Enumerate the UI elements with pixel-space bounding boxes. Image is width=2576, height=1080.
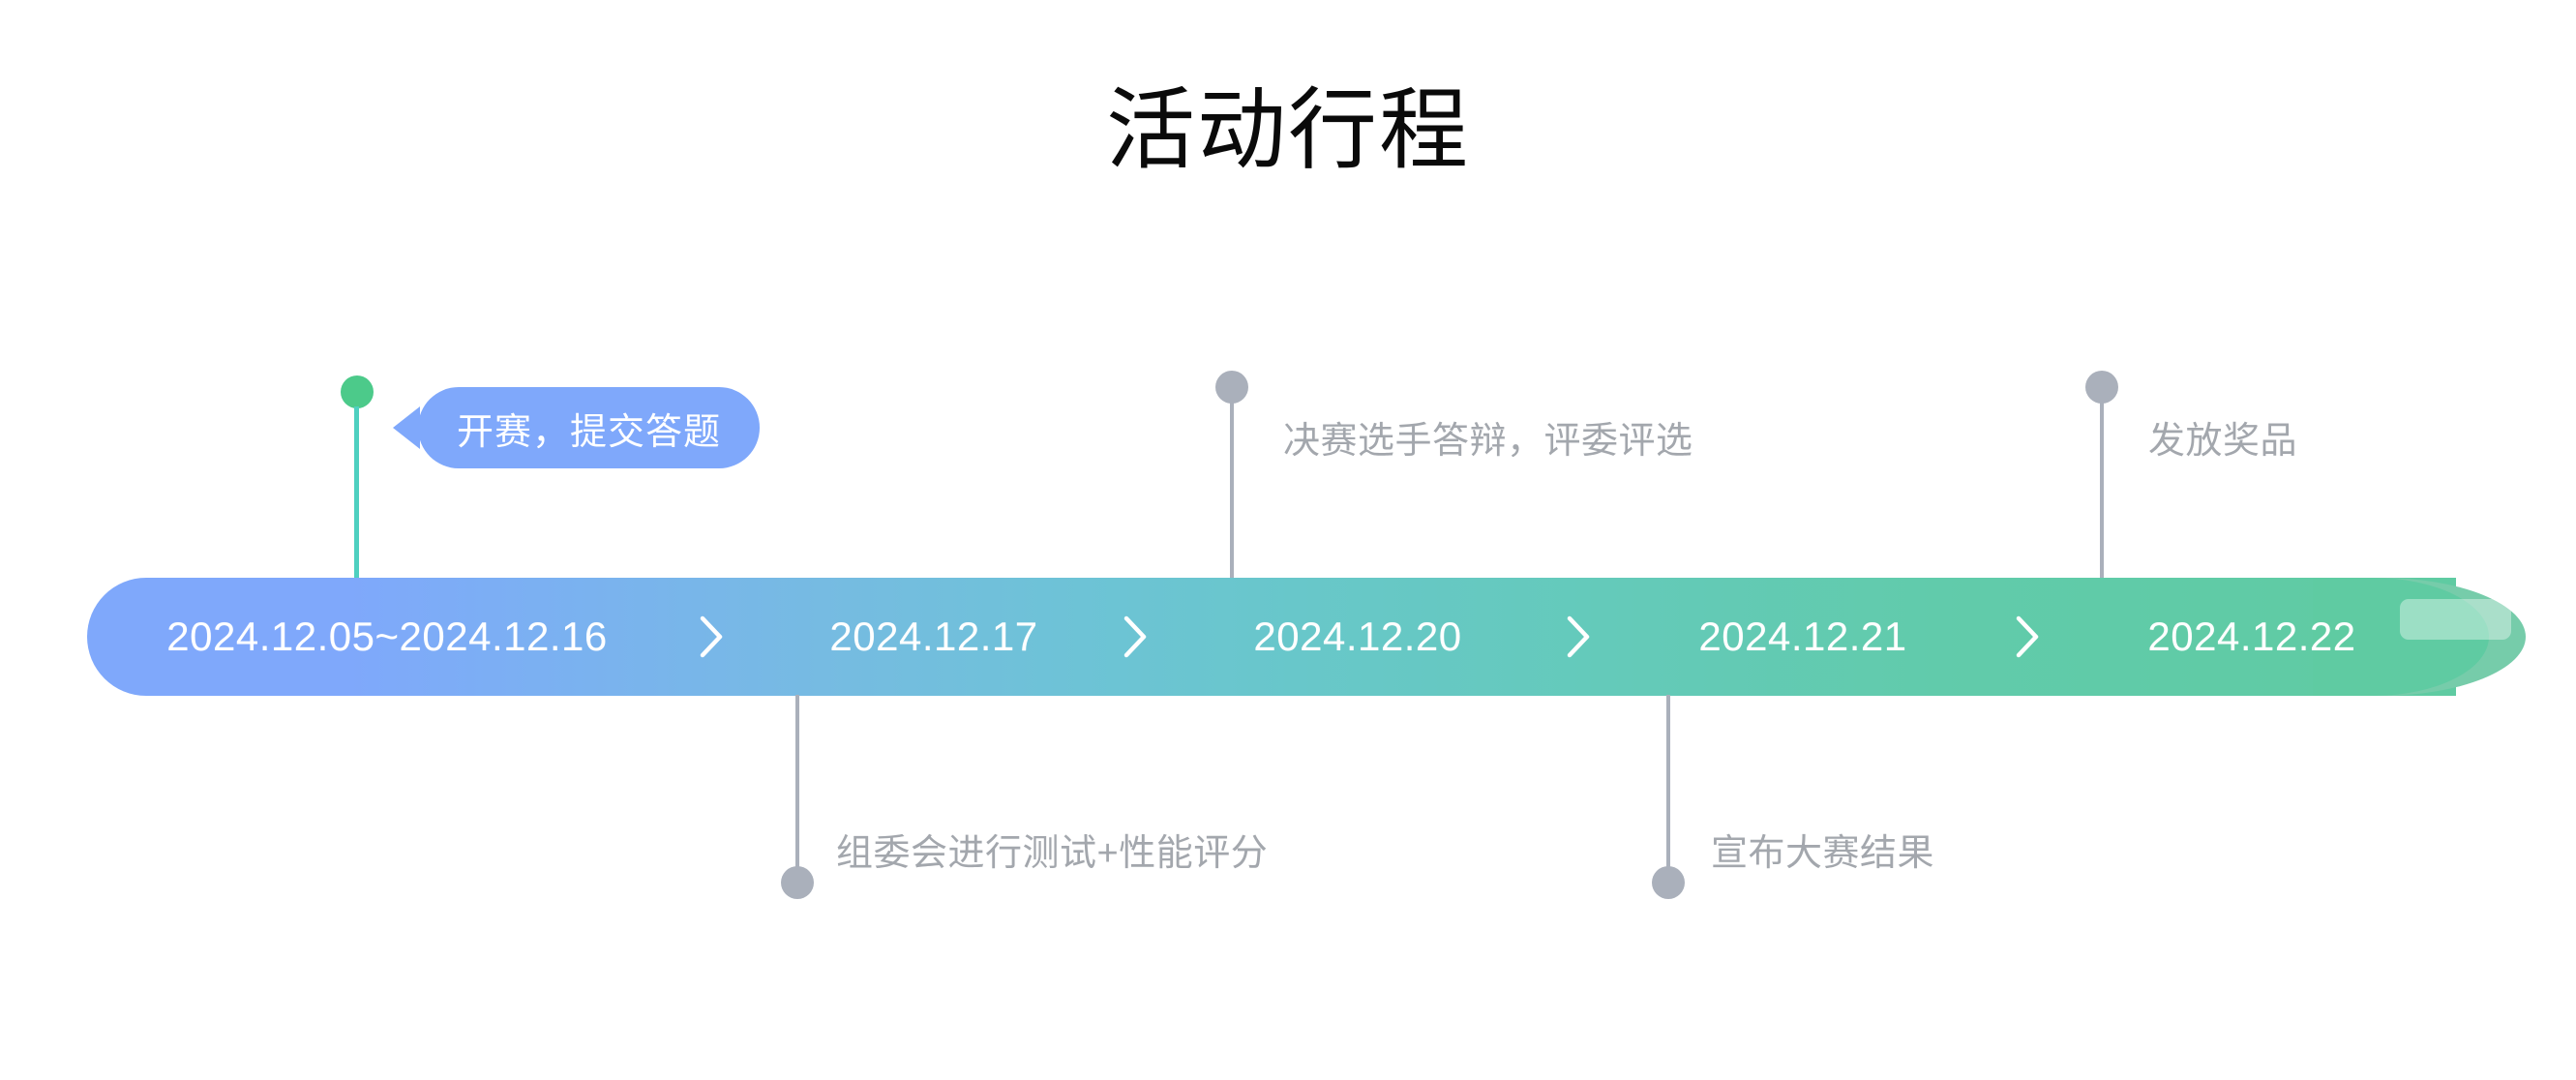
marker-label-prizes: 发放奖品 [2148,421,2298,462]
marker-dot-final-defense [1215,371,1248,404]
page-title: 活动行程 [1105,81,1470,180]
marker-line-testing [795,695,799,873]
marker-label-final-defense: 决赛选手答辩，评委评选 [1283,421,1693,462]
train-nose [2313,578,2526,696]
timeline-bar-body [87,578,2456,696]
timeline-segment-4[interactable]: 2024.12.21 [1698,614,1907,659]
marker-dot-start [341,375,374,408]
timeline-bar: 2024.12.05~2024.12.16 2024.12.17 2024.12… [87,578,2526,696]
timeline-segments: 2024.12.05~2024.12.16 2024.12.17 2024.12… [87,578,2526,696]
chevron-right-icon-2 [1123,615,1148,658]
marker-line-prizes [2100,399,2104,583]
marker-label-testing: 组委会进行测试+性能评分 [836,833,1269,874]
marker-dot-prizes [2085,371,2118,404]
marker-line-final-defense [1230,399,1234,583]
chevron-right-icon-1 [699,615,724,658]
timeline-segment-5[interactable]: 2024.12.22 [2147,614,2356,659]
marker-line-start [354,406,359,583]
marker-dot-results [1652,866,1685,899]
train-window [2400,599,2511,640]
marker-bubble-start[interactable]: 开赛，提交答题 [393,387,761,468]
bubble-tail-icon [393,406,420,449]
marker-bubble-start-label: 开赛，提交答题 [457,411,722,453]
chevron-right-icon-4 [2015,615,2040,658]
timeline-segment-1[interactable]: 2024.12.05~2024.12.16 [166,614,608,659]
marker-dot-testing [781,866,814,899]
marker-label-results: 宣布大赛结果 [1711,833,1935,874]
timeline-segment-2[interactable]: 2024.12.17 [829,614,1038,659]
marker-line-results [1666,695,1670,873]
chevron-right-icon-3 [1566,615,1591,658]
timeline-segment-3[interactable]: 2024.12.20 [1253,614,1462,659]
